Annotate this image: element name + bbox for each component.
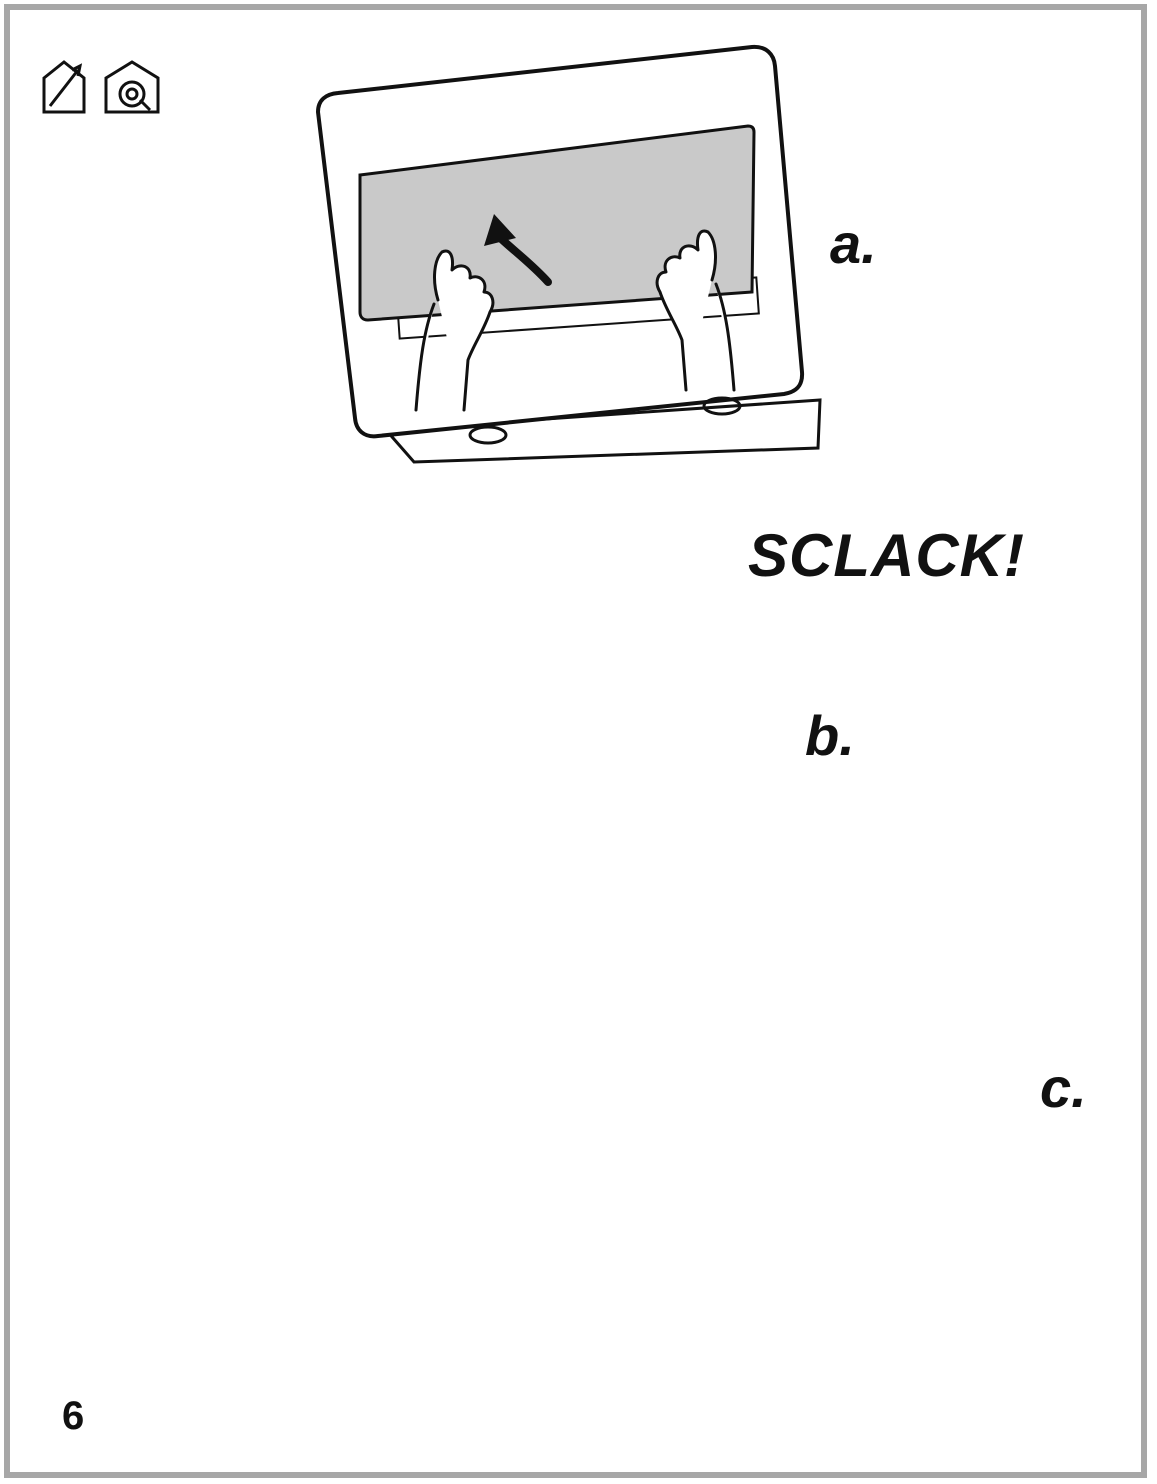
user-house-icon: [104, 60, 160, 114]
step-a-illustration: [315, 44, 822, 464]
step-label-a: a.: [830, 212, 877, 275]
step-label-b: b.: [805, 704, 855, 767]
step-label-c: c.: [1040, 1056, 1087, 1119]
page-frame: [4, 4, 1147, 1478]
sclack-callout: SCLACK!: [748, 522, 1025, 589]
installer-house-icon: [42, 60, 86, 114]
page-number: 6: [62, 1394, 85, 1438]
